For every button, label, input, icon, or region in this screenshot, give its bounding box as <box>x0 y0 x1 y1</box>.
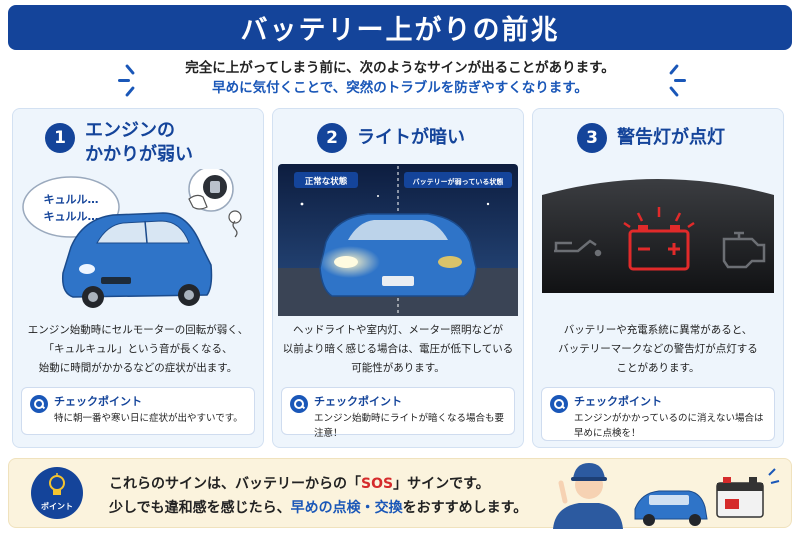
desc-line-2: バッテリーマークなどの警告灯が点灯する <box>558 343 758 355</box>
card-dim-lights: 2 ライトが暗い 正常な状態 バッテリーが弱っている状態 ヘッドライトや室内灯、… <box>272 108 524 448</box>
card-description: エンジン始動時にセルモーターの回転が弱く、 「キュルキュル」という音が長くなる、… <box>19 321 257 378</box>
check-point-box: チェックポイント エンジン始動時にライトが暗くなる場合も要注意！ <box>281 387 515 439</box>
check-point-text: エンジン始動時にライトが暗くなる場合も要注意！ <box>314 411 508 441</box>
summary-line-2: 少しでも違和感を感じたら、早めの点検・交換をおすすめします。 <box>109 497 527 517</box>
headlight-comparison-illustration: 正常な状態 バッテリーが弱っている状態 <box>278 164 518 316</box>
mechanic-car-battery-illustration <box>553 463 780 529</box>
spark-right-icon <box>660 63 686 98</box>
blue-car-icon <box>61 212 213 308</box>
card-description: バッテリーや充電系統に異常があると、 バッテリーマークなどの警告灯が点灯する こ… <box>539 321 777 378</box>
card-engine-start: 1 エンジンの かかりが弱い キュルル… キュルル… <box>12 108 264 448</box>
check-point-title: チェックポイント <box>54 395 142 408</box>
card-title-line-1: エンジンの <box>85 120 175 141</box>
summary-line-2-post: をおすすめします。 <box>402 500 528 516</box>
mechanic-icon <box>553 463 623 529</box>
page-title: バッテリー上がりの前兆 <box>8 5 792 50</box>
desc-line-2: 「キュルキュル」という音が長くなる、 <box>43 343 233 355</box>
desc-line-2: 以前より暗く感じる場合は、電圧が低下している <box>282 343 514 355</box>
small-car-icon <box>634 490 708 526</box>
check-line-2: 早めに点検を！ <box>574 428 641 439</box>
desc-line-3: 始動に時間がかかるなどの症状が出ます。 <box>38 362 238 374</box>
sos-text: SOS <box>361 476 394 492</box>
check-point-text: エンジンがかかっているのに消えない場合は 早めに点検を！ <box>574 411 768 441</box>
check-point-title: チェックポイント <box>574 395 662 408</box>
battery-warning-icon <box>623 207 695 271</box>
card-description: ヘッドライトや室内灯、メーター照明などが 以前より暗く感じる場合は、電圧が低下し… <box>279 321 517 378</box>
check-point-text: 特に朝一番や寒い日に症状が出やすいです。 <box>54 411 248 426</box>
card-number: 1 <box>45 123 75 153</box>
tag-normal <box>294 172 358 188</box>
magnifier-icon <box>290 395 308 413</box>
spark-left-icon <box>118 63 144 98</box>
card-title: ライトが暗い <box>357 127 465 148</box>
desc-line-1: エンジン始動時にセルモーターの回転が弱く、 <box>27 324 249 336</box>
point-badge-text: ポイント <box>41 502 73 511</box>
intro-line-2: 早めに気付くことで、突然のトラブルを防ぎやすくなります。 <box>212 80 588 96</box>
card-title-line-2: かかりが弱い <box>85 144 193 165</box>
intro-line-1: 完全に上がってしまう前に、次のようなサインが出ることがあります。 <box>185 60 615 76</box>
magnifier-icon <box>550 395 568 413</box>
bright-headlight-icon <box>334 256 358 268</box>
dim-headlight-icon <box>438 256 462 268</box>
speech-line-1: キュルル… <box>44 193 99 206</box>
page-title-text: バッテリー上がりの前兆 <box>240 15 560 46</box>
summary-highlight: 早めの点検・交換 <box>290 500 403 516</box>
summary-line-1: これらのサインは、バッテリーからの「SOS」サインです。 <box>109 473 490 493</box>
summary-banner: ポイント これらのサインは、バッテリーからの「SOS」サインです。 少しでも違和… <box>8 458 792 529</box>
card-title: 警告灯が点灯 <box>617 127 725 148</box>
desc-line-3: ことがあります。 <box>616 362 700 374</box>
ignition-key-icon <box>188 169 242 238</box>
card-title: エンジンの かかりが弱い <box>85 119 193 167</box>
desc-line-1: バッテリーや充電系統に異常があると、 <box>563 324 753 336</box>
check-point-box: チェックポイント エンジンがかかっているのに消えない場合は 早めに点検を！ <box>541 387 775 441</box>
oil-pressure-icon <box>554 239 602 257</box>
dashboard-illustration <box>542 179 774 293</box>
magnifier-icon <box>30 395 48 413</box>
intro: 完全に上がってしまう前に、次のようなサインが出ることがあります。 早めに気付くこ… <box>0 58 800 98</box>
tag-weak <box>404 172 512 188</box>
car-battery-icon <box>716 468 780 518</box>
tag-weak-text: バッテリーが弱っている状態 <box>413 177 504 186</box>
summary-line-2-pre: 少しでも違和感を感じたら、 <box>109 500 291 516</box>
tag-normal-text: 正常な状態 <box>305 176 348 187</box>
point-badge: ポイント <box>31 467 83 519</box>
card-number: 2 <box>317 123 347 153</box>
summary-line-1-pre: これらのサインは、バッテリーからの「 <box>109 476 361 492</box>
lightbulb-icon <box>49 473 65 495</box>
check-line-1: エンジンがかかっているのに消えない場合は <box>574 413 764 424</box>
check-point-box: チェックポイント 特に朝一番や寒い日に症状が出やすいです。 <box>21 387 255 435</box>
desc-line-1: ヘッドライトや室内灯、メーター照明などが <box>293 324 503 336</box>
summary-line-1-post: 」サインです。 <box>393 476 490 492</box>
speech-line-2: キュルル… <box>44 210 99 223</box>
check-point-title: チェックポイント <box>314 395 402 408</box>
engine-check-icon <box>722 231 766 269</box>
desc-line-3: 可能性があります。 <box>351 362 445 374</box>
card-number: 3 <box>577 123 607 153</box>
check-line-1: エンジン始動時にライトが暗くなる場合も要注意！ <box>314 413 505 439</box>
card-warning-light: 3 警告灯が点灯 バッテリーや充電系統に異常があると、 バッテリーマークなどの警… <box>532 108 784 448</box>
check-line-1: 特に朝一番や寒い日に症状が出やすいです。 <box>54 413 243 424</box>
car-starting-illustration: キュルル… キュルル… <box>22 169 242 308</box>
